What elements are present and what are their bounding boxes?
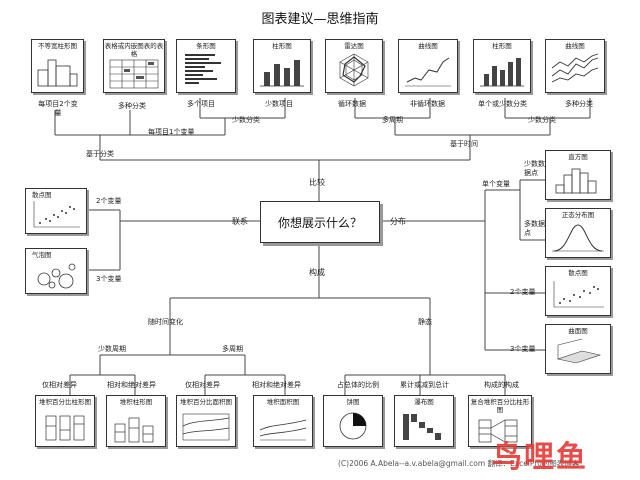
label-over-time: 随时间变化 — [148, 318, 183, 326]
card-line[interactable]: 曲线图 — [398, 39, 458, 93]
label-share-of-total: 占总体的比例 — [337, 381, 379, 389]
branch-distribution-label: 分布 — [390, 217, 406, 226]
card-relation-scatter[interactable]: 散点图 — [25, 188, 87, 234]
label-few-periods: 少数周期 — [98, 345, 126, 353]
dist-scatter-icon — [553, 281, 604, 308]
label-many-items: 多个项目 — [187, 100, 215, 108]
card-stacked-pct-column[interactable]: 堆积百分比柱形图 — [35, 395, 95, 447]
label-non-cyclic: 非循环数据 — [410, 100, 445, 108]
card-table-embedded[interactable]: 表格或内嵌图表的表格 — [103, 39, 165, 93]
column-chart-icon — [260, 60, 304, 87]
label-few-items: 少数项目 — [265, 100, 293, 108]
card-stacked-pct-area[interactable]: 堆积百分比面积图 — [176, 395, 236, 447]
page-title: 图表建议—思维指南 — [261, 12, 379, 27]
label-relation-three-vars: 3个变量 — [96, 275, 122, 283]
surface-chart-icon — [556, 338, 602, 364]
radar-chart-icon — [339, 53, 369, 87]
multi-line-chart-icon — [551, 53, 599, 83]
stacked-pct-area-icon — [182, 413, 230, 441]
bar-chart-icon — [185, 54, 221, 84]
center-question: 你想展示什么？ — [260, 201, 380, 243]
card-histogram[interactable]: 直方图 — [545, 150, 611, 200]
label-many-periods: 多周期 — [382, 116, 403, 124]
card-dist-scatter[interactable]: 散点图 — [545, 266, 611, 316]
stacked-column-icon — [114, 417, 154, 443]
label-relation-two-vars: 2个变量 — [96, 197, 122, 205]
footer-credit: (C)2006 A.Abela--a.v.abela@gmail.com 翻译：… — [338, 459, 580, 468]
scatter-chart-icon — [33, 201, 80, 228]
label-multi-category: 多种分类 — [118, 102, 146, 110]
label-many-points: 多数据点 — [524, 220, 545, 237]
label-relative-absolute-a: 相对和绝对差异 — [107, 381, 156, 389]
label-relative-only-a: 仅相对差异 — [42, 381, 77, 389]
normal-curve-icon — [552, 224, 604, 252]
label-dist-two-vars: 2个变量 — [510, 288, 536, 296]
label-relative-absolute-b: 相对和绝对差异 — [252, 381, 301, 389]
label-static: 静态 — [418, 318, 432, 326]
line-chart-icon — [405, 57, 451, 87]
card-stacked-area[interactable]: 堆积面积图 — [253, 395, 313, 447]
label-one-var-per-item: 每项目1个变量 — [148, 128, 195, 136]
card-column[interactable]: 柱形图 — [253, 39, 311, 93]
label-accumulate: 累计或减到总计 — [400, 381, 449, 389]
label-few-categories: 少数分类 — [232, 116, 260, 124]
pie-chart-icon — [339, 412, 367, 440]
column-time-chart-icon — [480, 58, 524, 87]
card-bar[interactable]: 条形图 — [176, 39, 236, 93]
label-by-time: 基于时间 — [450, 140, 478, 148]
variable-width-bar-icon — [37, 59, 78, 87]
label-dist-three-vars: 3个变量 — [510, 345, 536, 353]
watermark-logo: 鸟哩鱼 — [492, 440, 588, 475]
card-surface[interactable]: 曲面图 — [545, 324, 611, 374]
label-few-points: 少数数据点 — [524, 160, 545, 177]
branch-composition-label: 构成 — [309, 268, 325, 277]
waterfall-chart-icon — [403, 414, 441, 440]
card-variable-width-bar[interactable]: 不等宽柱形图 — [31, 39, 84, 93]
stacked-area-icon — [259, 419, 307, 441]
stacked-pct-sub-icon — [478, 419, 518, 443]
bubble-chart-icon — [37, 263, 76, 289]
label-single-var: 单个变量 — [482, 180, 510, 188]
label-comp-many-periods: 多周期 — [222, 345, 243, 353]
label-two-vars-per-item: 每项目2个变量 — [38, 100, 78, 117]
card-line-time[interactable]: 曲线图 — [545, 39, 605, 93]
label-single-or-few: 单个或少数分类 — [478, 100, 527, 108]
card-radar[interactable]: 雷达图 — [325, 39, 383, 93]
stacked-pct-column-icon — [45, 415, 85, 441]
card-stacked-pct-with-sub[interactable]: 复合堆积百分比柱形图 — [468, 395, 532, 447]
histogram-icon — [555, 168, 597, 194]
card-waterfall[interactable]: 瀑布图 — [394, 395, 454, 447]
card-stacked-column[interactable]: 堆积柱形图 — [106, 395, 166, 447]
card-pie[interactable]: 饼图 — [323, 395, 383, 447]
label-relative-only-b: 仅相对差异 — [185, 381, 220, 389]
label-few-categories-time: 少数分类 — [528, 116, 556, 124]
branch-relation-label: 联系 — [232, 217, 248, 226]
label-cyclic: 循环数据 — [338, 100, 366, 108]
card-relation-bubble[interactable]: 气泡图 — [25, 248, 87, 294]
table-icon — [109, 59, 159, 89]
label-by-item: 基于分类 — [86, 150, 114, 158]
label-many-categories: 多种分类 — [565, 100, 593, 108]
card-normal-dist[interactable]: 正态分布图 — [545, 208, 611, 258]
label-component-of-component: 构成的构成 — [484, 381, 519, 389]
branch-compare-label: 比较 — [309, 178, 325, 187]
card-column-time[interactable]: 柱形图 — [473, 39, 531, 93]
